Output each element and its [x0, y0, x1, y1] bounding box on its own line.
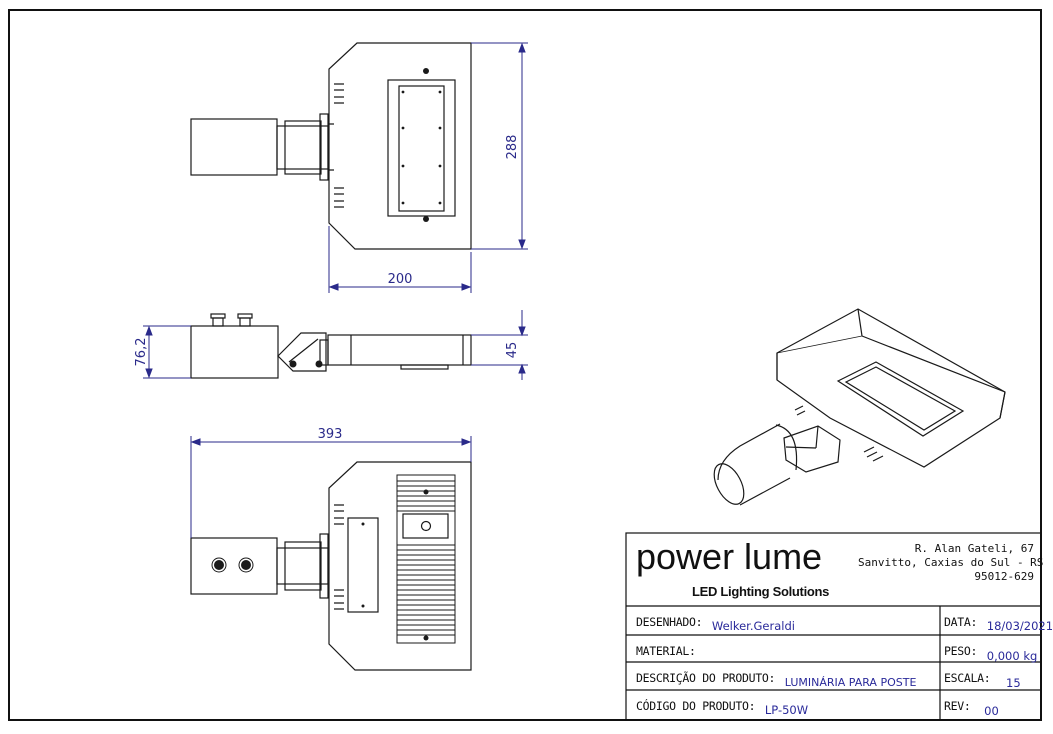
rev-label: REV:: [944, 699, 971, 713]
bottom-view-holes: [214, 489, 429, 641]
dim-288-label: 288: [505, 135, 520, 160]
dim-288: [471, 42, 528, 250]
desenhado-value: Welker.Geraldi: [711, 619, 795, 633]
title-block-grid: [625, 532, 1042, 721]
heatsink-fins: [396, 474, 456, 644]
descricao-value: LUMINÁRIA PARA POSTE: [784, 676, 917, 689]
dim-76-2-label: 76,2: [134, 338, 149, 367]
data-value: 18/03/2021: [986, 619, 1053, 633]
top-view-holes: [401, 68, 442, 222]
company-address: R. Alan Gateli, 67 Sanvitto, Caxias do S…: [858, 542, 1044, 584]
field-data: DATA: 18/03/2021: [944, 611, 1053, 633]
field-peso: PESO: 0,000 kg: [944, 640, 1037, 663]
dim-200: [328, 226, 472, 293]
desenhado-label: DESENHADO:: [636, 615, 703, 629]
top-view: [190, 42, 472, 250]
peso-value: 0,000 kg: [986, 649, 1038, 663]
dim-76-2: [143, 325, 191, 379]
sheet-border: [8, 9, 1042, 721]
isometric-view: [713, 308, 1006, 506]
material-label: MATERIAL:: [636, 644, 696, 658]
escala-value: 15: [1006, 676, 1021, 690]
escala-label: ESCALA:: [944, 671, 991, 685]
field-descricao: DESCRIÇÃO DO PRODUTO: LUMINÁRIA PARA POS…: [636, 667, 917, 689]
data-label: DATA:: [944, 615, 978, 629]
dim-45: [471, 310, 528, 380]
peso-label: PESO:: [944, 644, 978, 658]
descricao-label: DESCRIÇÃO DO PRODUTO:: [636, 671, 776, 685]
bottom-view: [190, 461, 472, 671]
field-codigo: CÓDIGO DO PRODUTO: LP-50W: [636, 695, 809, 717]
dim-45-label: 45: [505, 342, 520, 359]
side-view-holes: [289, 360, 323, 368]
field-escala: ESCALA: 15: [944, 667, 1021, 690]
dim-393-label: 393: [318, 427, 343, 442]
field-desenhado: DESENHADO: Welker.Geraldi: [636, 611, 795, 633]
brand-logo: power lume: [636, 536, 823, 577]
center-plate-hole: [420, 520, 432, 532]
field-rev: REV: 00: [944, 695, 999, 718]
rev-value: 00: [984, 704, 999, 718]
brand-tagline: LED Lighting Solutions: [692, 584, 830, 599]
dim-393: [190, 436, 472, 538]
address-line-3: 95012-629: [974, 570, 1034, 583]
field-material: MATERIAL:: [636, 640, 696, 659]
gland-rings: [211, 557, 254, 573]
codigo-label: CÓDIGO DO PRODUTO:: [636, 699, 756, 713]
dim-200-label: 200: [388, 272, 413, 287]
address-line-1: R. Alan Gateli, 67: [914, 542, 1034, 555]
codigo-value: LP-50W: [764, 703, 809, 717]
side-view: [190, 313, 472, 379]
address-line-2: Sanvitto, Caxias do Sul - RS: [858, 556, 1044, 569]
